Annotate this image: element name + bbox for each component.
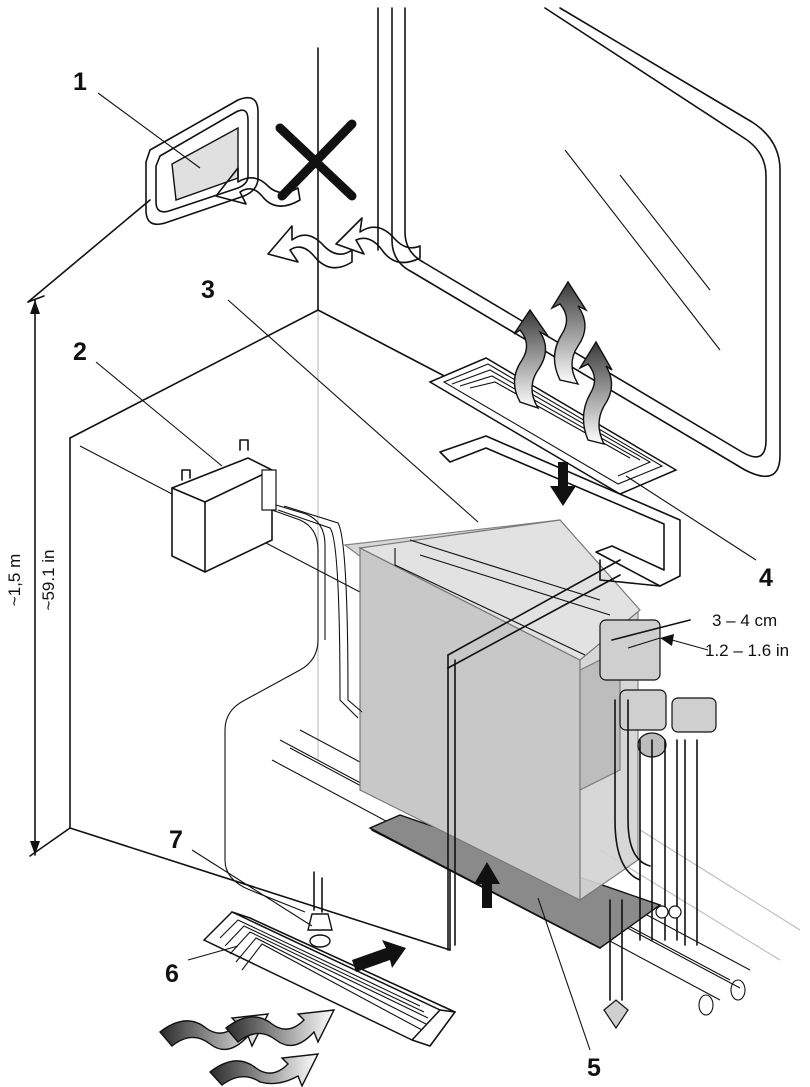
prohibited-cross-icon	[275, 119, 357, 201]
top-duct	[439, 435, 681, 587]
leader-lines	[95, 92, 757, 1051]
height-imperial-label: ~59.1 in	[39, 550, 58, 611]
front-panel-outline	[447, 559, 621, 951]
callout-7: 7	[169, 826, 183, 854]
clearance-pointer	[627, 634, 709, 651]
condensate-sensor	[307, 871, 333, 948]
clearance-imperial-label: 1.2 – 1.6 in	[705, 641, 789, 660]
top-grille	[428, 357, 678, 495]
intake-airflow-arrows	[158, 1009, 336, 1087]
callout-3: 3	[201, 276, 215, 304]
down-arrow-icon	[550, 462, 576, 506]
control-box	[171, 439, 363, 913]
callout-1: 1	[73, 68, 87, 96]
clearance-metric-label: 3 – 4 cm	[712, 611, 777, 630]
callout-6: 6	[165, 960, 179, 988]
up-arrow-icon	[474, 862, 500, 908]
height-dimension	[27, 295, 71, 857]
room-thermostat	[145, 96, 259, 226]
height-metric-label: ~1,5 m	[5, 554, 24, 606]
heat-pump-unit	[343, 519, 641, 901]
hydraulic-connections	[599, 619, 717, 1030]
room-walls	[27, 7, 379, 760]
callout-4: 4	[759, 564, 773, 592]
warm-airflow-arrows	[215, 167, 421, 269]
callout-2: 2	[73, 338, 87, 366]
rising-airflow-arrows	[513, 280, 613, 446]
intake-arrow-icon	[352, 940, 406, 972]
callout-5: 5	[587, 1054, 601, 1082]
